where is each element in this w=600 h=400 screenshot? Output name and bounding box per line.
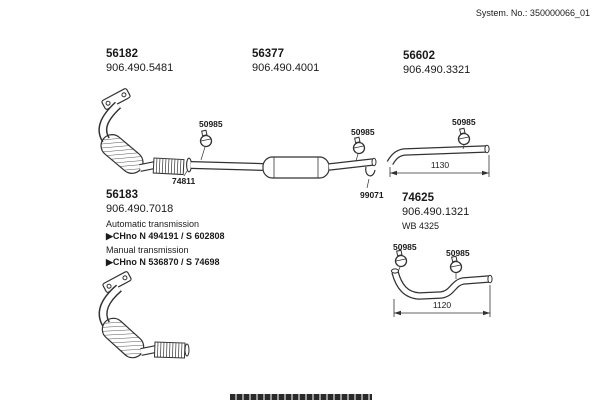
part-number-74625: 74625 — [402, 192, 434, 204]
hanger-99071 — [365, 166, 376, 189]
clamp-label-50985: 50985 — [452, 117, 476, 127]
clamp-icon — [455, 126, 472, 150]
manual-transmission-code: ▶CHno N 536870 / S 74698 — [106, 257, 220, 267]
part-ref-74625: 906.490.1321 — [402, 206, 470, 218]
dimension-1130: 1130 — [430, 160, 450, 170]
cut-off-footer-marks — [230, 394, 372, 400]
auto-transmission-code: ▶CHno N 494191 / S 602808 — [106, 231, 225, 241]
catalytic-converter — [95, 129, 149, 179]
part-number-56183: 56183 — [106, 189, 138, 201]
clamp-icon — [350, 135, 367, 162]
clamp-icon — [447, 254, 464, 279]
tailpipe-74625 — [390, 268, 493, 300]
manual-transmission-label: Manual transmission — [106, 245, 189, 255]
clamp-label-50985: 50985 — [446, 248, 470, 258]
flex-pipe — [152, 157, 185, 176]
part-ref-56377: 906.490.4001 — [252, 62, 320, 74]
gasket-74811 — [183, 157, 192, 177]
part-number-56602: 56602 — [403, 50, 435, 62]
wheelbase-label: WB 4325 — [402, 221, 440, 231]
clamp-icon — [197, 128, 214, 161]
clamp-icon — [392, 248, 409, 273]
part-ref-56182: 906.490.5481 — [106, 62, 174, 74]
part-number-56182: 56182 — [106, 48, 138, 60]
catalytic-converter — [97, 313, 149, 363]
downpipe-assembly-56183 — [97, 270, 190, 363]
downpipe-assembly-56182 — [95, 87, 185, 179]
tailpipe-56602 — [386, 144, 490, 165]
dimension-line-1130 — [389, 155, 490, 177]
part-ref-56602: 906.490.3321 — [403, 64, 471, 76]
muffler — [262, 156, 330, 179]
gasket-label-74811: 74811 — [172, 176, 196, 186]
clamp-label-50985: 50985 — [199, 119, 223, 129]
dimension-1120: 1120 — [432, 300, 452, 310]
system-number: System. No.: 350000066_01 — [475, 8, 590, 18]
center-muffler-56377 — [190, 156, 377, 179]
hanger-label-99071: 99071 — [360, 190, 384, 200]
flex-pipe — [153, 341, 186, 359]
dimension-line-1120 — [393, 285, 491, 317]
part-ref-56183: 906.490.7018 — [106, 203, 174, 215]
clamp-label-50985: 50985 — [393, 242, 417, 252]
auto-transmission-label: Automatic transmission — [106, 219, 200, 229]
clamp-label-50985: 50985 — [351, 127, 375, 137]
part-number-56377: 56377 — [252, 48, 284, 60]
